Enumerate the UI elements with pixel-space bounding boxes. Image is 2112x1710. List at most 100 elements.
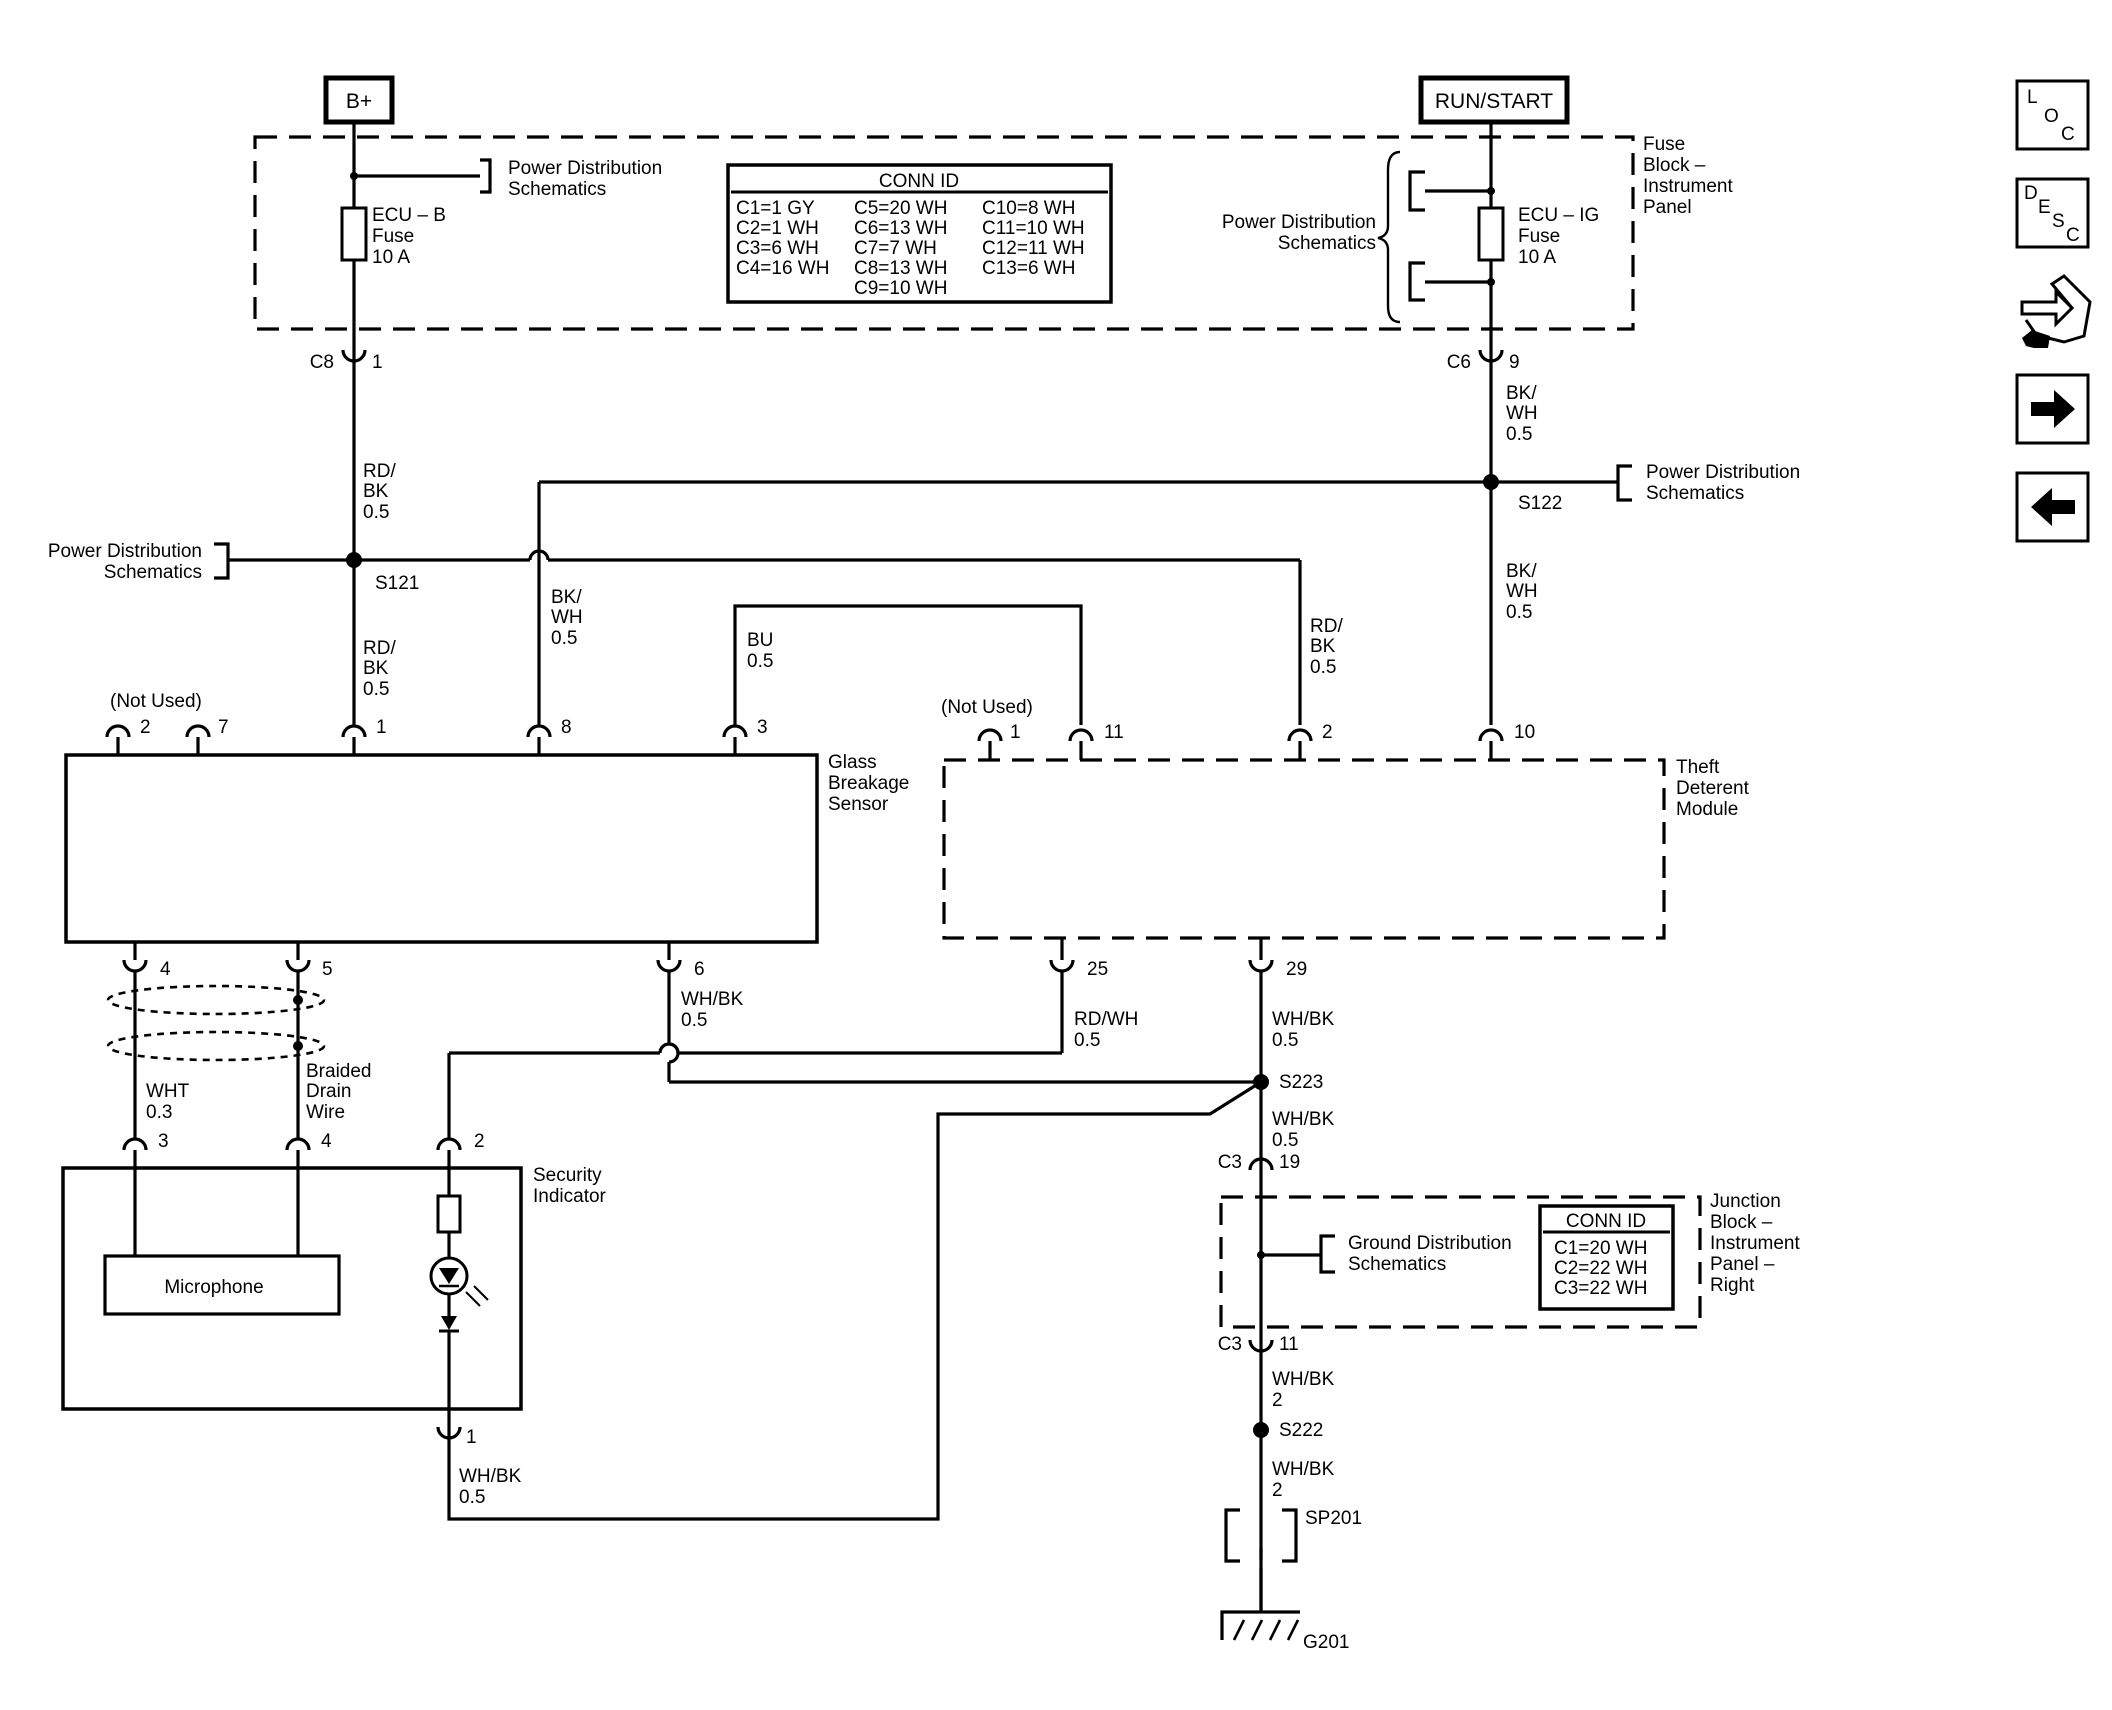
svg-text:0.3: 0.3 [146, 1102, 172, 1123]
pds-left-label-2: Schematics [508, 179, 606, 200]
svg-text:0.5: 0.5 [1310, 657, 1336, 678]
splice-s223-dot [1253, 1074, 1269, 1090]
svg-text:WH: WH [1506, 581, 1538, 602]
svg-text:Power Distribution: Power Distribution [48, 541, 202, 562]
svg-text:C6=13 WH: C6=13 WH [854, 218, 947, 239]
svg-text:Instrument: Instrument [1710, 1233, 1800, 1254]
loc-button[interactable]: L O C [2015, 79, 2090, 151]
svg-text:8: 8 [561, 717, 572, 738]
svg-text:4: 4 [160, 959, 171, 980]
fuse-block-label-3: Instrument [1643, 176, 1733, 197]
svg-text:Module: Module [1676, 799, 1738, 820]
svg-text:WH/BK: WH/BK [1272, 1369, 1335, 1390]
svg-text:7: 7 [218, 717, 229, 738]
svg-text:C7=7 WH: C7=7 WH [854, 238, 937, 259]
connector-tool-icon[interactable] [2020, 274, 2092, 348]
svg-text:C: C [2061, 124, 2075, 145]
svg-text:Security: Security [533, 1165, 602, 1186]
svg-text:E: E [2038, 197, 2051, 218]
svg-text:WH/BK: WH/BK [459, 1466, 522, 1487]
ecu-ig-label-3: 10 A [1518, 247, 1556, 268]
svg-text:0.5: 0.5 [1272, 1130, 1298, 1151]
pds-left-label-1: Power Distribution [508, 158, 662, 179]
splice-s121-label: S121 [375, 573, 419, 594]
fuse-block-label-1: Fuse [1643, 134, 1685, 155]
next-page-button[interactable] [2015, 373, 2090, 445]
svg-text:4: 4 [321, 1131, 332, 1152]
svg-text:0.5: 0.5 [1506, 424, 1532, 445]
svg-text:C3=6 WH: C3=6 WH [736, 238, 819, 259]
svg-text:Power Distribution: Power Distribution [1646, 462, 1800, 483]
svg-text:C3: C3 [1218, 1334, 1242, 1355]
previous-page-button[interactable] [2015, 471, 2090, 543]
svg-text:C5=20 WH: C5=20 WH [854, 198, 947, 219]
svg-text:WH/BK: WH/BK [1272, 1009, 1335, 1030]
fuse-block-ip: Fuse Block – Instrument Panel Power Dist… [253, 122, 1733, 362]
svg-text:Braided: Braided [306, 1061, 372, 1082]
svg-text:0.5: 0.5 [1506, 602, 1532, 623]
svg-text:Junction: Junction [1710, 1191, 1781, 1212]
desc-button[interactable]: D E S C [2015, 177, 2090, 249]
pds-right-label-2: Schematics [1278, 233, 1376, 254]
svg-text:WH/BK: WH/BK [1272, 1459, 1335, 1480]
microphone-box [103, 1254, 341, 1316]
svg-text:G201: G201 [1303, 1632, 1349, 1653]
bplus-label: B+ [346, 90, 372, 113]
svg-text:WH/BK: WH/BK [1272, 1109, 1335, 1130]
connector-c8: C8 1 [310, 349, 383, 373]
svg-text:C1=1 GY: C1=1 GY [736, 198, 815, 219]
svg-text:S: S [2052, 211, 2065, 232]
svg-text:Right: Right [1710, 1275, 1755, 1296]
connector-c3-19: C3 19 [1218, 1152, 1300, 1173]
svg-text:C8=13 WH: C8=13 WH [854, 258, 947, 279]
svg-text:WH: WH [551, 607, 583, 628]
ecu-b-fuse-icon [340, 206, 368, 262]
fuse-conn-id-title: CONN ID [879, 171, 959, 192]
svg-text:WH: WH [1506, 403, 1538, 424]
svg-text:9: 9 [1509, 352, 1520, 373]
svg-text:C12=11 WH: C12=11 WH [982, 238, 1085, 259]
svg-text:C3=22 WH: C3=22 WH [1554, 1278, 1647, 1299]
theft-deterent-module: Theft Deterent Module (Not Used) 1 11 2 … [941, 697, 1750, 980]
svg-text:5: 5 [322, 959, 333, 980]
glass-not-used: (Not Used) [110, 691, 202, 712]
ecu-b-label-1: ECU – B [372, 205, 446, 226]
svg-text:0.5: 0.5 [551, 628, 577, 649]
wire-labels: RD/ BK 0.5 RD/ BK 0.5 BK/ WH 0.5 BK/ WH … [146, 383, 1538, 1508]
svg-text:BK: BK [363, 658, 389, 679]
svg-text:0.5: 0.5 [1272, 1030, 1298, 1051]
splice-pack-sp201: SP201 [1224, 1508, 1362, 1580]
svg-text:Theft: Theft [1676, 757, 1720, 778]
splice-s122-label: S122 [1518, 493, 1562, 514]
svg-text:C11=10 WH: C11=10 WH [982, 218, 1085, 239]
svg-text:BK/: BK/ [551, 587, 582, 608]
ecu-b-label-2: Fuse [372, 226, 414, 247]
svg-text:D: D [2024, 183, 2038, 204]
junction-block-ip-right: Junction Block – Instrument Panel – Righ… [1219, 1191, 1800, 1329]
svg-text:RD/WH: RD/WH [1074, 1009, 1138, 1030]
svg-text:C10=8 WH: C10=8 WH [982, 198, 1075, 219]
connector-c3-11: C3 11 [1218, 1334, 1299, 1355]
svg-text:Breakage: Breakage [828, 773, 909, 794]
svg-text:RD/: RD/ [1310, 616, 1343, 637]
svg-text:C2=1 WH: C2=1 WH [736, 218, 819, 239]
fuse-block-label-4: Panel [1643, 197, 1692, 218]
svg-text:11: 11 [1104, 722, 1124, 743]
left-arrow-icon [2031, 488, 2075, 526]
svg-text:BU: BU [747, 630, 773, 651]
svg-text:2: 2 [1272, 1390, 1283, 1411]
svg-text:Panel –: Panel – [1710, 1254, 1775, 1275]
splice-s222-dot [1253, 1422, 1269, 1438]
svg-text:Ground Distribution: Ground Distribution [1348, 1233, 1512, 1254]
svg-text:0.5: 0.5 [681, 1010, 707, 1031]
pds-mid-left: Power Distribution Schematics [48, 541, 230, 583]
svg-text:6: 6 [694, 959, 705, 980]
splice-s122-dot [1483, 474, 1499, 490]
svg-text:WHT: WHT [146, 1081, 190, 1102]
junction-conn-id-table: CONN ID C1=20 WH C2=22 WH C3=22 WH [1538, 1204, 1675, 1311]
ecu-b-label-3: 10 A [372, 247, 410, 268]
svg-text:19: 19 [1279, 1152, 1300, 1173]
svg-text:BK: BK [1310, 636, 1336, 657]
svg-text:11: 11 [1279, 1334, 1299, 1355]
svg-text:C8: C8 [310, 352, 334, 373]
